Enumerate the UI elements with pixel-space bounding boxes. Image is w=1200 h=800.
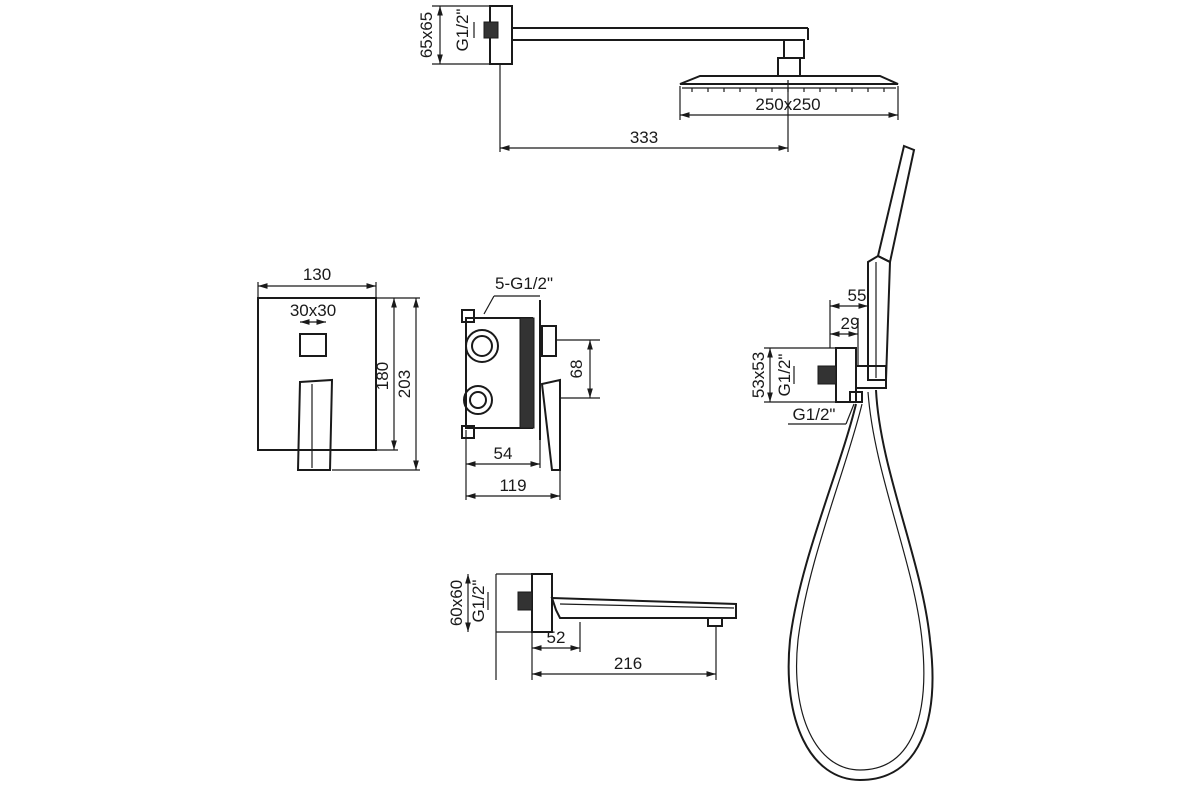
valve-corner-port (461, 309, 475, 323)
trim-plate-front-view: 130 30x30 180 203 (257, 265, 420, 471)
valve-total-depth-label: 119 (499, 476, 526, 495)
hand-shower-assembly: 55 29 53x53 G1/2" G1/2" (749, 144, 934, 782)
plate-outer-height-label: 203 (395, 370, 414, 398)
arm-flange-label: 65x65 (417, 12, 436, 58)
plate-width-label: 130 (303, 265, 331, 284)
plate-inner-height-label: 180 (373, 362, 392, 390)
button-size-label: 30x30 (290, 301, 336, 320)
holder-wall-flange (835, 347, 857, 403)
holder-thread-connector (817, 365, 837, 385)
holder-outlet (855, 365, 887, 389)
holder-thread-label: G1/2" (775, 354, 794, 397)
spout-thread-label: G1/2" (469, 580, 488, 623)
trim-plate-outline (257, 297, 377, 451)
hose-thread-label: G1/2" (793, 405, 836, 424)
spout-body (550, 596, 737, 619)
concealed-valve-side-view: 5-G1/2" 68 54 119 (461, 274, 600, 500)
valve-lever-side (540, 378, 561, 471)
overhead-shower-assembly: 65x65 G1/2" 250x250 333 (417, 5, 899, 152)
valve-offset-label: 68 (567, 360, 586, 379)
arm-thread-label: G1/2" (453, 9, 472, 52)
hand-shower-handle (867, 254, 892, 381)
head-connector (777, 57, 801, 77)
arm-thread-connector (483, 21, 499, 39)
valve-mounting-plate (519, 317, 535, 429)
valve-depth-label: 54 (494, 444, 513, 463)
arm-length-label: 333 (630, 128, 658, 147)
spout-flange-label: 60x60 (447, 580, 466, 626)
spout-wall-flange (531, 573, 553, 633)
holder-flange-label: 53x53 (749, 352, 768, 398)
mixer-lever (296, 378, 334, 471)
valve-button-stem (541, 325, 557, 357)
valve-ports-label: 5-G1/2" (495, 274, 553, 293)
shower-head-body (679, 75, 899, 85)
valve-port-lower (463, 385, 493, 415)
hose-nut (849, 391, 863, 403)
shower-hose-inner (796, 391, 925, 771)
holder-reach-label: 55 (848, 286, 867, 305)
spout-thread-connector (517, 591, 533, 611)
holder-offset-label: 29 (841, 314, 860, 333)
hand-shower-head (876, 144, 916, 264)
head-swivel (783, 39, 805, 59)
shower-head-nozzles (691, 88, 885, 92)
diverter-button (299, 333, 327, 357)
valve-port-upper (465, 329, 499, 363)
spout-offset-label: 52 (547, 628, 566, 647)
spout-aerator (707, 617, 723, 627)
bath-spout-assembly: 60x60 G1/2" 52 216 (447, 573, 737, 680)
shower-hose-outer (787, 389, 934, 782)
spout-length-label: 216 (614, 654, 642, 673)
